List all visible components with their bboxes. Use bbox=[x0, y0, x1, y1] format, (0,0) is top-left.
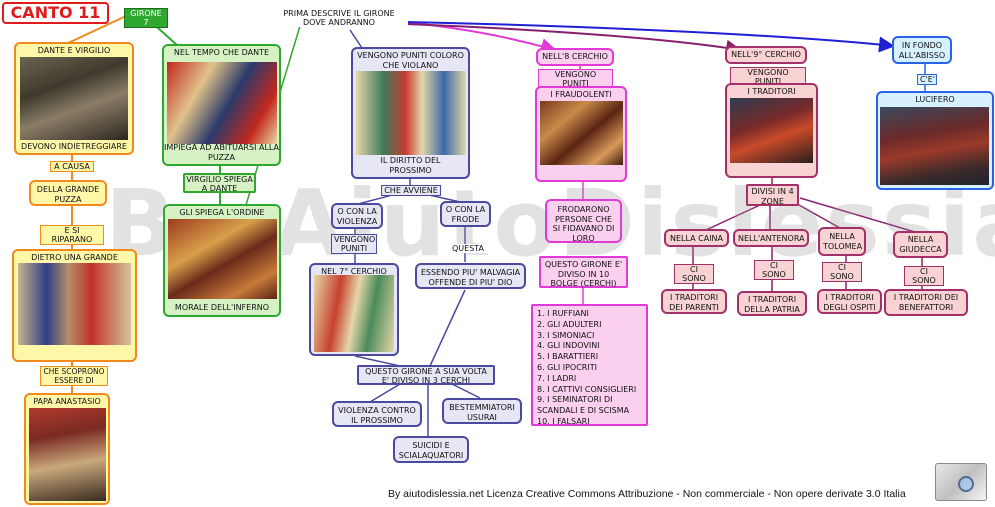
list-item: 7. I LADRI bbox=[537, 373, 577, 383]
page-title: CANTO 11 bbox=[2, 2, 109, 24]
license-footer: By aiutodislessia.net Licenza Creative C… bbox=[388, 488, 906, 500]
ci-sono-tolomea-label: CI SONO bbox=[822, 262, 862, 282]
tomba-node: DIETRO UNA GRANDE TOMBA bbox=[12, 249, 137, 362]
diritto-label: IL DIRITTO DEL PROSSIMO bbox=[380, 156, 441, 175]
ottavo-node: NELL'8 CERCHIO bbox=[536, 48, 614, 66]
vengono-red-label: VENGONO PUNITI bbox=[730, 67, 806, 87]
caina-node: NELLA CAINA bbox=[664, 229, 729, 247]
traditori-label: I TRADITORI bbox=[747, 87, 796, 96]
scoprono-label: CHE SCOPRONO ESSERE DI bbox=[40, 366, 108, 386]
frodarono-node: FRODARONO PERSONE CHE SI FIDAVANO DI LOR… bbox=[545, 199, 622, 243]
suicidi-node: SUICIDI E SCIALAQUATORI bbox=[393, 436, 469, 463]
lucifero-label: LUCIFERO bbox=[915, 95, 955, 104]
vengono-puniti-label: VENGONO PUNITI bbox=[331, 234, 377, 254]
list-item: 2. GLI ADULTERI bbox=[537, 319, 602, 329]
bolge-list: 1. I RUFFIANI 2. GLI ADULTERI 3. I SIMON… bbox=[531, 304, 648, 426]
settimo-node: NEL 7° CERCHIO bbox=[309, 263, 399, 356]
puniti-image bbox=[356, 71, 466, 155]
papa-image bbox=[29, 408, 106, 501]
dante-virgilio-image bbox=[20, 57, 128, 140]
ci-sono-caina-label: CI SONO bbox=[674, 264, 714, 284]
antenora-node: NELL'ANTENORA bbox=[733, 229, 809, 247]
impiega-label: IMPIEGA AD ABITUARSI ALLA PUZZA bbox=[164, 143, 280, 162]
nono-node: NELL'9° CERCHIO bbox=[725, 46, 807, 64]
lucifero-image bbox=[880, 107, 989, 185]
riparano-label: E SI RIPARANO bbox=[40, 225, 104, 245]
puzza-node: DELLA GRANDE PUZZA bbox=[29, 180, 107, 206]
ci-sono-giudecca-label: CI SONO bbox=[904, 266, 944, 286]
violenza-node: O CON LA VIOLENZA bbox=[331, 203, 383, 229]
frode-node: O CON LA FRODE bbox=[440, 201, 491, 227]
bestemmiatori-node: BESTEMMIATORI USURAI bbox=[442, 398, 522, 424]
list-item: 3. I SIMONIACI bbox=[537, 330, 595, 340]
list-item: 4. GLI INDOVINI bbox=[537, 341, 600, 351]
list-item: 9. I SEMINATORI DI SCANDALI E DI SCISMA bbox=[537, 395, 630, 416]
vengono-pink-label: VENGONO PUNITI bbox=[538, 69, 613, 89]
list-item: 5. I BARATTIERI bbox=[537, 352, 599, 362]
tempo-image bbox=[167, 62, 277, 144]
avviene-label: CHE AVVIENE bbox=[381, 185, 441, 196]
malvagia-node: ESSENDO PIU' MALVAGIA OFFENDE DI PIU' DI… bbox=[415, 263, 526, 289]
dante-virgilio-node: DANTE E VIRGILIO DEVONO INDIETREGGIARE bbox=[14, 42, 134, 155]
morale-label: MORALE DELL'INFERNO bbox=[174, 302, 270, 312]
fraudolenti-label: I FRAUDOLENTI bbox=[550, 90, 612, 99]
list-item: 10. I FALSARI bbox=[537, 416, 590, 426]
ci-sono-antenora-label: CI SONO bbox=[754, 260, 794, 280]
girone-node: QUESTO GIRONE A SUA VOLTA E' DIVISO IN 3… bbox=[357, 365, 495, 385]
tempo-node: NEL TEMPO CHE DANTE IMPIEGA AD ABITUARSI… bbox=[162, 44, 281, 166]
girone-label: GIRONE 7 bbox=[124, 8, 168, 28]
fraudolenti-image bbox=[540, 101, 623, 165]
ce-label: C'E' bbox=[917, 74, 937, 85]
list-item: 1. I RUFFIANI bbox=[537, 309, 589, 318]
papa-node: PAPA ANASTASIO bbox=[24, 393, 110, 505]
fraudolenti-node: I FRAUDOLENTI bbox=[535, 86, 627, 182]
traditori-node: I TRADITORI bbox=[725, 83, 818, 178]
list-item: 6. GLI IPOCRITI bbox=[537, 362, 597, 372]
prossimo-node: VIOLENZA CONTRO IL PROSSIMO bbox=[332, 401, 422, 427]
questa-label: QUESTA bbox=[448, 244, 488, 253]
spiega-label: GLI SPIEGA L'ORDINE bbox=[179, 208, 265, 217]
tempo-label: NEL TEMPO CHE DANTE bbox=[173, 48, 270, 57]
spiega-image bbox=[168, 219, 277, 299]
a-causa-label: A CAUSA bbox=[50, 161, 94, 172]
spiega-node: GLI SPIEGA L'ORDINE MORALE DELL'INFERNO bbox=[163, 204, 281, 317]
virgilio-node: VIRGILIO SPIEGA A DANTE bbox=[183, 173, 256, 193]
patria-node: I TRADITORI DELLA PATRIA bbox=[737, 291, 807, 316]
lucifero-node: LUCIFERO bbox=[876, 91, 994, 190]
bolge-node: QUESTO GIRONE E' DIVISO IN 10 BOLGE (CER… bbox=[539, 256, 628, 288]
papa-label: PAPA ANASTASIO bbox=[33, 397, 101, 406]
settimo-label: NEL 7° CERCHIO bbox=[321, 267, 387, 276]
dante-virgilio-label: DANTE E VIRGILIO bbox=[37, 46, 111, 55]
tomba-image bbox=[18, 263, 131, 345]
descrive-label: PRIMA DESCRIVE IL GIRONE DOVE ANDRANNO bbox=[270, 9, 408, 27]
fondo-node: IN FONDO ALL'ABISSO bbox=[892, 36, 952, 64]
tolomea-node: NELLA TOLOMEA bbox=[818, 227, 866, 256]
ospiti-node: I TRADITORI DEGLI OSPITI bbox=[817, 289, 882, 314]
divisi-node: DIVISI IN 4 ZONE bbox=[746, 184, 799, 206]
magnifier-icon bbox=[958, 476, 974, 492]
devono-label: DEVONO INDIETREGGIARE bbox=[21, 141, 127, 151]
puniti-label: VENGONO PUNITI COLORO CHE VIOLANO bbox=[357, 51, 464, 70]
traditori-image bbox=[730, 98, 813, 163]
list-item: 8. I CATTIVI CONSIGLIERI bbox=[537, 384, 637, 394]
settimo-image bbox=[314, 275, 394, 352]
giudecca-node: NELLA GIUDECCA bbox=[893, 231, 948, 258]
parenti-node: I TRADITORI DEI PARENTI bbox=[661, 289, 727, 314]
book-logo-icon bbox=[935, 463, 987, 501]
puniti-node: VENGONO PUNITI COLORO CHE VIOLANO IL DIR… bbox=[351, 47, 470, 179]
benefattori-node: I TRADITORI DEI BENEFATTORI bbox=[884, 289, 968, 316]
